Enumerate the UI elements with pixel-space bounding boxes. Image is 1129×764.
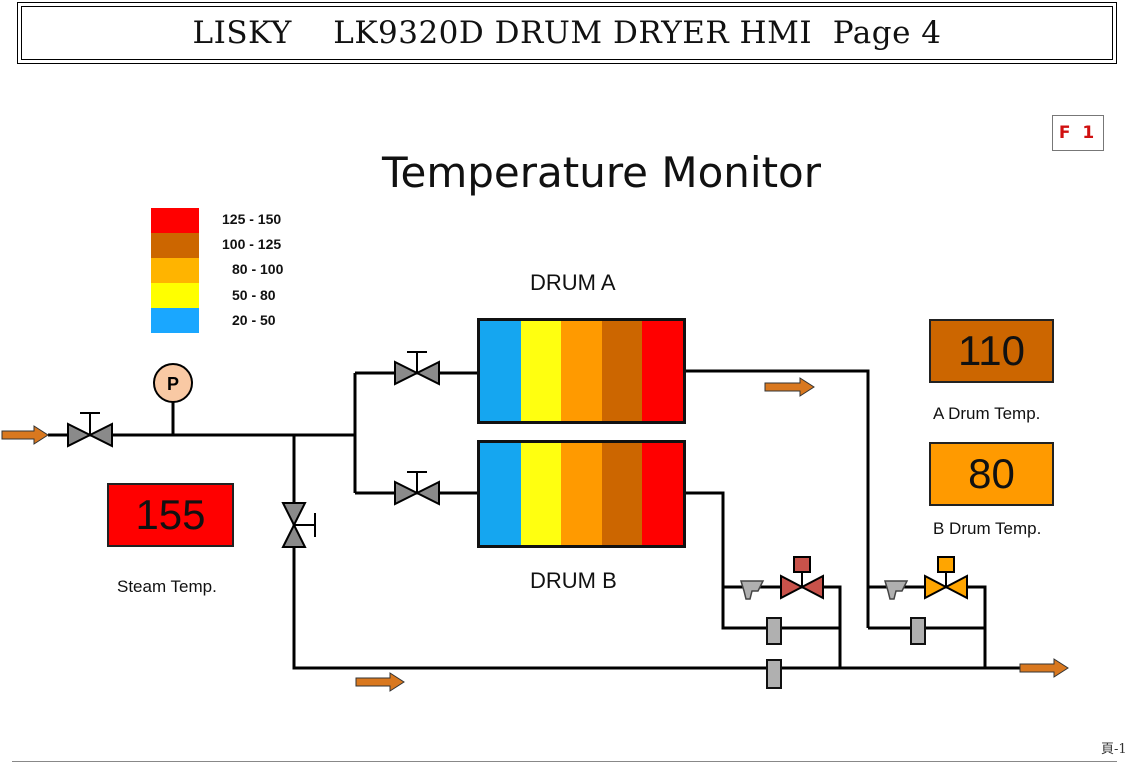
drum-temperature-band: [520, 321, 562, 421]
drum-temperature-band: [601, 443, 643, 545]
flow-arrow-outlet: [1019, 658, 1069, 678]
flow-arrow-bypass: [355, 672, 405, 692]
drum-temperature-band: [480, 321, 521, 421]
bypass-steam-trap: [766, 659, 782, 689]
legend-label: 50 - 80: [232, 287, 276, 303]
f1-button[interactable]: F 1: [1052, 115, 1104, 151]
drum-b-steam-trap: [766, 617, 782, 645]
legend-swatch: [151, 258, 199, 283]
drum-b-control-valve[interactable]: [780, 556, 824, 600]
flow-arrows: [1, 377, 1069, 692]
steam-temperature-caption: Steam Temp.: [117, 577, 217, 596]
drum-a: [477, 318, 686, 424]
footer-divider: [12, 761, 1117, 762]
drum-b-temperature-display: 80: [929, 442, 1054, 506]
drum-a-steam-trap: [910, 617, 926, 645]
header-banner: LISKY LK9320D DRUM DRYER HMI Page 4: [17, 2, 1117, 64]
page-title: Temperature Monitor: [381, 148, 822, 197]
header-title: LISKY LK9320D DRUM DRYER HMI Page 4: [192, 15, 942, 51]
drum-temperature-band: [561, 443, 602, 545]
drum-temperature-band: [561, 321, 602, 421]
drum-b-strainer-icon: [739, 580, 765, 600]
drum-a-temperature-display: 110: [929, 319, 1054, 383]
drum-a-control-valve[interactable]: [924, 556, 968, 600]
legend-swatch: [151, 208, 199, 233]
bypass-valve[interactable]: [281, 502, 316, 548]
drum-b-label: DRUM B: [530, 568, 617, 593]
page-number: 頁-1: [1101, 742, 1127, 757]
drum-a-label: DRUM A: [530, 270, 616, 295]
drum-temperature-band: [642, 321, 683, 421]
flow-arrow-drum-a-outlet: [764, 377, 815, 397]
legend-swatch: [151, 283, 199, 308]
legend-swatch: [151, 233, 199, 258]
drum-temperature-band: [480, 443, 521, 545]
legend-label: 20 - 50: [232, 312, 276, 328]
drum-b: [477, 440, 686, 548]
legend-label: 80 - 100: [232, 261, 284, 277]
pressure-gauge-icon: P: [153, 363, 193, 403]
legend-swatch: [151, 308, 199, 333]
drum-temperature-band: [642, 443, 683, 545]
drum-a-strainer-icon: [883, 580, 909, 600]
drum-a-temperature-caption: A Drum Temp.: [933, 404, 1041, 423]
flow-arrow-inlet: [1, 425, 49, 445]
legend-label: 125 - 150: [222, 211, 282, 227]
drum-temperature-band: [601, 321, 643, 421]
drum-b-inlet-valve[interactable]: [394, 471, 440, 506]
legend-label: 100 - 125: [222, 236, 282, 252]
inlet-valve[interactable]: [67, 412, 113, 448]
drum-b-temperature-caption: B Drum Temp.: [933, 519, 1042, 538]
steam-temperature-display: 155: [107, 483, 234, 547]
svg-text:P: P: [167, 374, 179, 394]
drum-a-inlet-valve[interactable]: [394, 351, 440, 386]
drum-temperature-band: [520, 443, 562, 545]
